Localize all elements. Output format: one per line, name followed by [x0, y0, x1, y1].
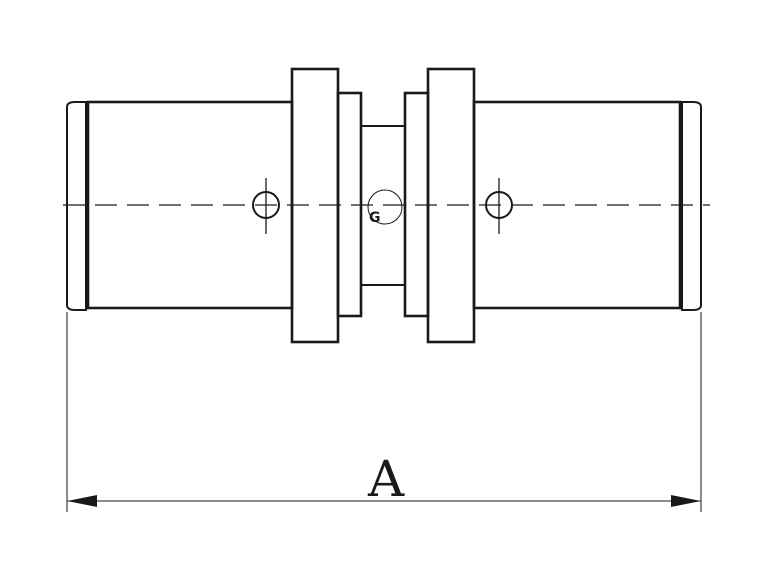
left-end-cap	[66, 101, 87, 311]
right-inspection-hole	[485, 178, 513, 234]
left-inspection-hole	[252, 178, 280, 234]
right-end-cap	[681, 101, 702, 311]
dimension-line-a	[67, 495, 701, 507]
right-arrowhead	[671, 495, 701, 507]
central-neck: G	[361, 125, 405, 286]
center-mark-label: G	[369, 210, 381, 226]
dimension-label: A	[367, 450, 405, 508]
left-arrowhead	[67, 495, 97, 507]
